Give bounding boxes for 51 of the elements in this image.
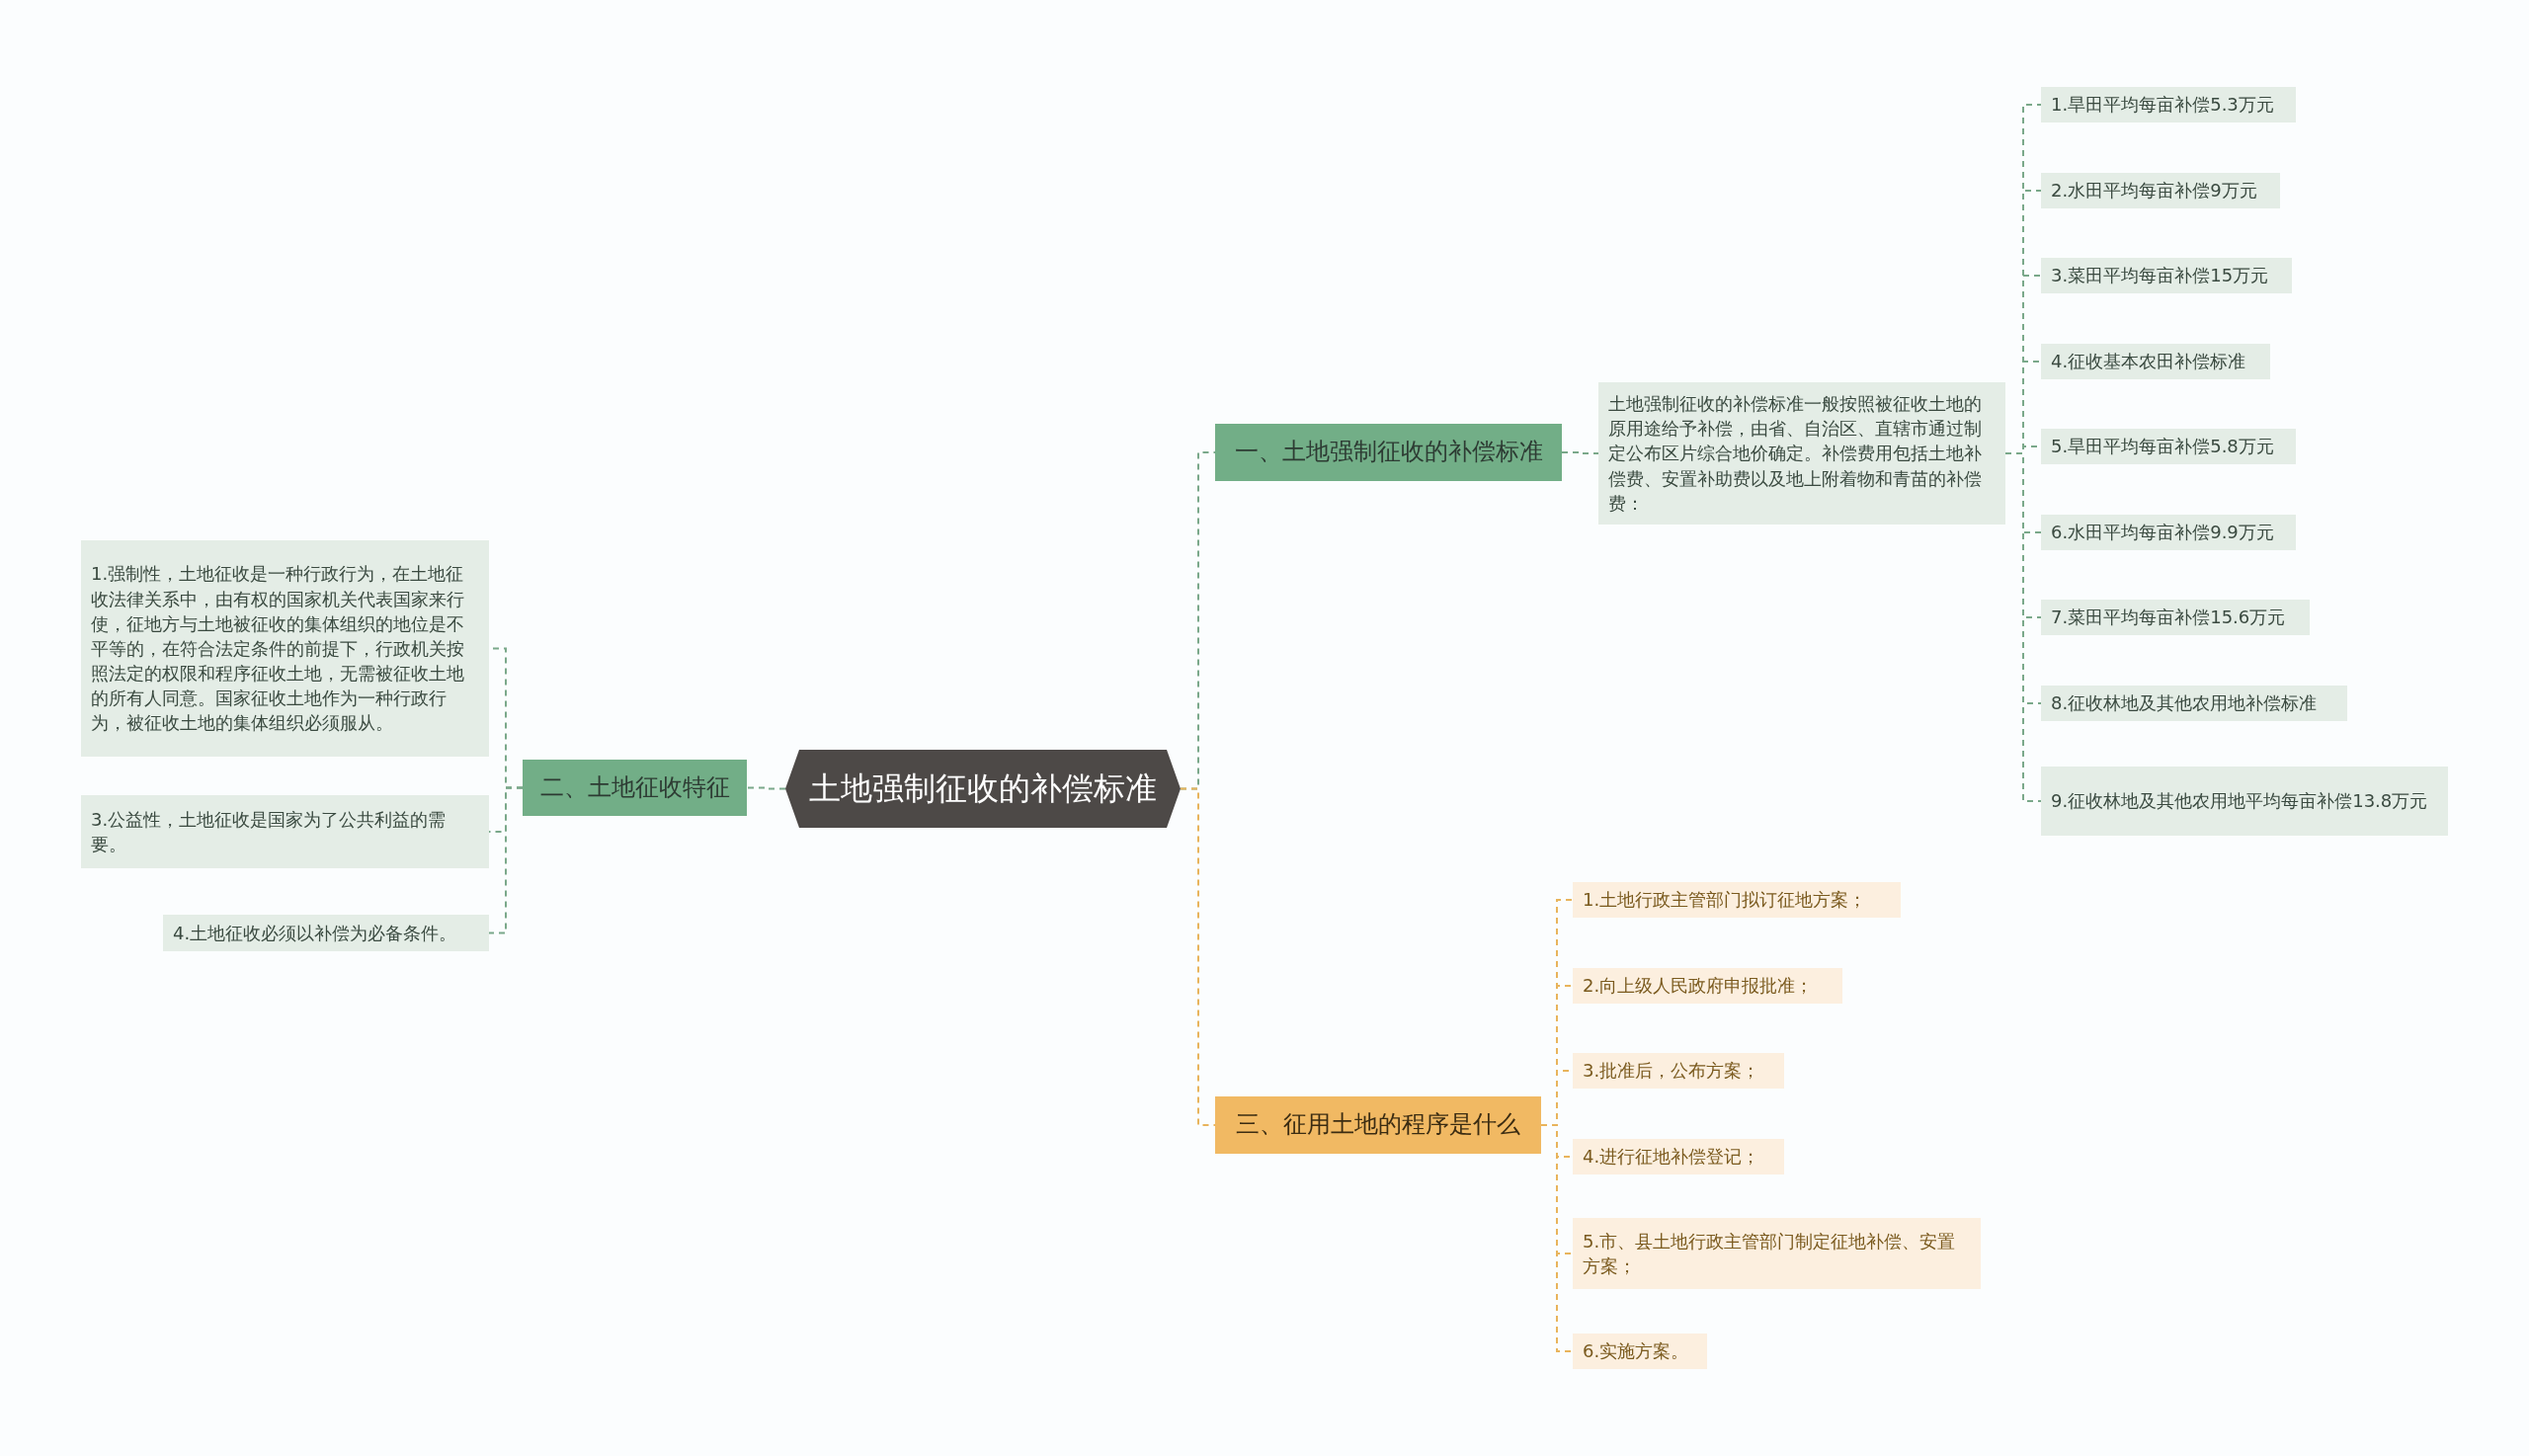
subtopic xyxy=(2041,173,2280,208)
connector-line xyxy=(1180,787,1216,1126)
topic-text: 7.菜田平均每亩补偿15.6万元 xyxy=(2051,606,2286,630)
topic-text: 土地强制征收的补偿标准一般按照被征收土地的原用途给予补偿，由省、自治区、直辖市通过制定公布区片综合地价确定。补偿费用包括土地补偿费、安置补助费以及地上附着物和青苗的补偿费： xyxy=(1608,392,1983,516)
subtopic xyxy=(2041,344,2270,379)
topic-text: 5.市、县土地行政主管部门制定征地补偿、安置方案； xyxy=(1583,1229,1957,1278)
central-topic xyxy=(785,750,1181,828)
subtopic xyxy=(2041,686,2347,721)
topic-text: 3.菜田平均每亩补偿15万元 xyxy=(2051,264,2269,288)
topic-text: 2.向上级人民政府申报批准； xyxy=(1583,974,1814,999)
subtopic xyxy=(1573,1334,1707,1369)
topic-text: 4.土地征收必须以补偿为必备条件。 xyxy=(173,921,457,945)
subtopic xyxy=(2041,600,2310,635)
topic-text: 6.水田平均每亩补偿9.9万元 xyxy=(2051,521,2274,545)
topic-text: 4.进行征地补偿登记； xyxy=(1583,1145,1760,1170)
connector-line xyxy=(1540,1124,1574,1352)
text-card xyxy=(1598,382,2005,525)
topic-text: 二、土地征收特征 xyxy=(539,771,730,803)
branch-topic xyxy=(523,760,747,816)
topic-text: 土地强制征收的补偿标准 xyxy=(809,768,1157,810)
subtopic xyxy=(2041,767,2448,836)
text-card xyxy=(163,915,489,951)
topic-text: 5.旱田平均每亩补偿5.8万元 xyxy=(2051,435,2274,459)
topic-text: 8.征收林地及其他农用地补偿标准 xyxy=(2051,691,2318,716)
subtopic xyxy=(1573,968,1842,1004)
branch-topic xyxy=(1215,1096,1541,1154)
subtopic xyxy=(1573,1139,1784,1174)
subtopic xyxy=(1573,1053,1784,1089)
text-card xyxy=(81,795,489,868)
connector-line xyxy=(746,786,786,790)
subtopic xyxy=(2041,87,2296,122)
topic-text: 1.旱田平均每亩补偿5.3万元 xyxy=(2051,93,2274,118)
topic-text: 9.征收林地及其他农用地平均每亩补偿13.8万元 xyxy=(2051,789,2428,814)
branch-topic xyxy=(1215,424,1562,481)
topic-text: 6.实施方案。 xyxy=(1583,1339,1689,1364)
subtopic xyxy=(1573,1218,1981,1289)
topic-text: 1.强制性，土地征收是一种行政行为，在土地征收法律关系中，由有权的国家机关代表国家来行使，征地方与土地被征收的集体组织的地位是不平等的，在符合法定条件的前提下，行政机关按照法定的权限和程序征收土地，无需被征收土地的所有人同意。国家征收土地作为一种行政行为，被征收土地的集体组织必须服从。 xyxy=(91,562,465,736)
text-card xyxy=(81,540,489,757)
topic-text: 2.水田平均每亩补偿9万元 xyxy=(2051,179,2257,203)
subtopic xyxy=(1573,882,1901,918)
topic-text: 三、征用土地的程序是什么 xyxy=(1236,1109,1520,1141)
topic-text: 一、土地强制征收的补偿标准 xyxy=(1234,437,1543,468)
connector-line xyxy=(1561,451,1599,454)
subtopic xyxy=(2041,258,2292,293)
connector-line xyxy=(488,786,524,934)
topic-text: 1.土地行政主管部门拟订征地方案； xyxy=(1583,888,1867,913)
topic-text: 4.征收基本农田补偿标准 xyxy=(2051,350,2246,374)
topic-text: 3.批准后，公布方案； xyxy=(1583,1059,1760,1084)
subtopic xyxy=(2041,429,2296,464)
topic-text: 3.公益性，土地征收是国家为了公共利益的需要。 xyxy=(91,807,448,856)
subtopic xyxy=(2041,515,2296,550)
